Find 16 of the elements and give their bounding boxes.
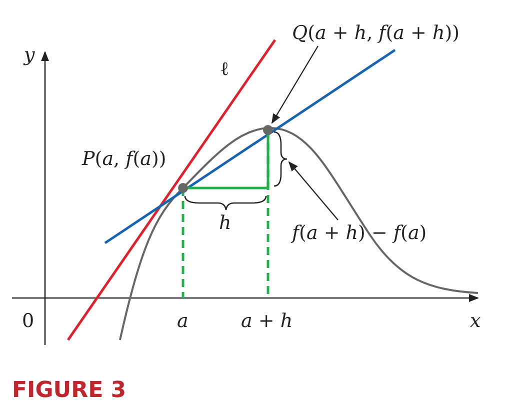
point-label: f(a + h) − f(a) <box>292 224 427 243</box>
point-label: P(a, f(a)) <box>82 150 166 169</box>
axis-label: y <box>24 46 35 65</box>
figure-caption: FIGURE 3 <box>12 380 126 402</box>
brace <box>274 131 288 187</box>
point <box>178 183 188 193</box>
line-label: ℓ <box>220 60 230 79</box>
axis-label: x <box>470 312 481 331</box>
tick-label: a <box>177 312 188 331</box>
leader-line <box>288 161 338 220</box>
tick-label: a + h <box>241 312 293 331</box>
point-label: Q(a + h, f(a + h)) <box>292 24 460 43</box>
segment-label: h <box>219 214 232 233</box>
origin-label: 0 <box>22 312 34 331</box>
point <box>263 125 273 135</box>
leader-line <box>271 46 319 124</box>
